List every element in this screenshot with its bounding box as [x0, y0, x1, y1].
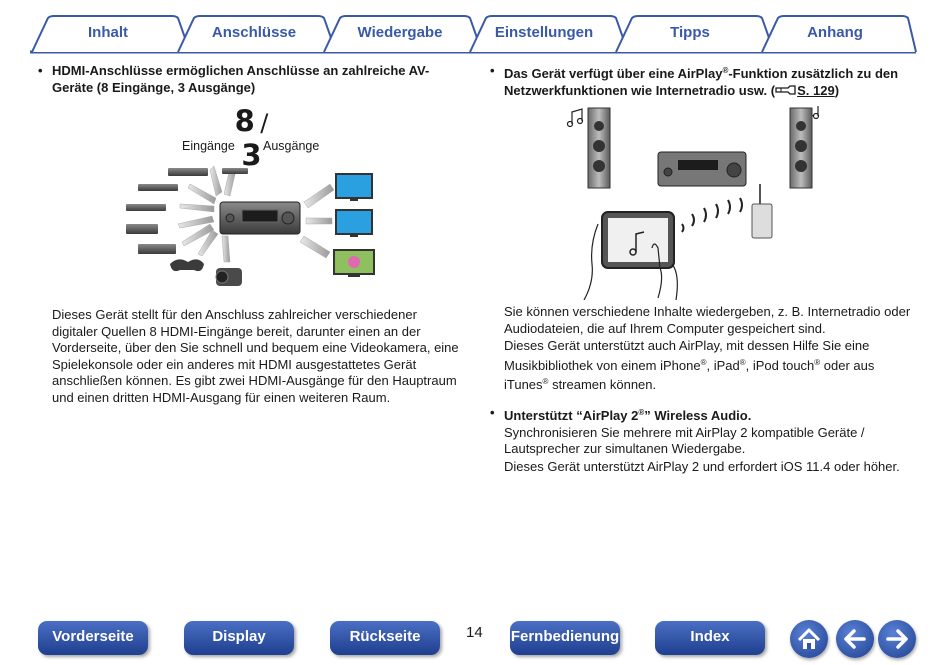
airplay-illustration: [560, 104, 820, 301]
outputs-label: Ausgänge: [263, 139, 320, 153]
airplay-para-2-b: , iPad: [706, 357, 740, 373]
ipod-reg-mark: ®: [814, 357, 821, 367]
airplay-bullet-text-a: Das Gerät verfügt über eine AirPlay: [504, 66, 723, 81]
airplay-para-1: Sie können verschiedene Inhalte wiederge…: [504, 304, 911, 336]
back-button[interactable]: [836, 620, 874, 658]
left-column: HDMI-Anschlüsse ermöglichen Anschlüsse a…: [38, 62, 458, 96]
airplay2-para-2: Dieses Gerät unterstützt AirPlay 2 und e…: [504, 458, 900, 474]
arrow-right-icon: [886, 629, 908, 649]
airplay2-para-1: Synchronisieren Sie mehrere mit AirPlay …: [504, 424, 865, 457]
inputs-label: Eingänge: [182, 139, 235, 153]
outputs-count: 3: [241, 138, 263, 172]
iphone-reg-mark: ®: [700, 357, 707, 367]
airplay-para-2-a: Dieses Gerät unterstützt auch AirPlay, m…: [504, 338, 870, 373]
hdmi-description: Dieses Gerät stellt für den Anschluss za…: [52, 307, 459, 405]
airplay-bullet: Das Gerät verfügt über eine AirPlay®-Fun…: [490, 62, 915, 99]
airplay-bullet-text-b: -Funktion zusätzlich zu den Netzwerkfunk…: [504, 66, 899, 98]
tab-outline: [30, 15, 917, 54]
front-panel-button[interactable]: Vorderseite: [38, 621, 148, 655]
home-icon: [797, 628, 821, 649]
hdmi-illustration: 8 / 3 Eingänge Ausgänge: [118, 104, 398, 292]
page-number: 14: [466, 624, 483, 641]
hdmi-count-heading: 8 / 3: [222, 104, 282, 172]
tab-inhalt[interactable]: Inhalt: [88, 24, 128, 41]
count-slash: /: [260, 109, 270, 137]
tab-bar: Inhalt Anschlüsse Wiedergabe Einstellung…: [0, 0, 950, 56]
home-button[interactable]: [790, 620, 828, 658]
ipad-reg-mark: ®: [739, 357, 746, 367]
display-button[interactable]: Display: [184, 621, 294, 655]
index-button[interactable]: Index: [655, 621, 765, 655]
hdmi-bullet: HDMI-Anschlüsse ermöglichen Anschlüsse a…: [38, 62, 458, 96]
arrow-left-icon: [844, 629, 866, 649]
hdmi-connection-diagram: [126, 165, 375, 286]
tab-einstellungen[interactable]: Einstellungen: [494, 24, 594, 41]
forward-button[interactable]: [878, 620, 916, 658]
airplay-bullet-close: ): [834, 83, 840, 98]
airplay-reg-mark: ®: [722, 66, 729, 75]
airplay-para-2-d: oder aus iTunes: [504, 357, 875, 393]
tab-anhang[interactable]: Anhang: [807, 24, 863, 41]
tab-wiedergabe[interactable]: Wiedergabe: [357, 24, 443, 41]
airplay-diagram: [566, 106, 820, 301]
airplay-para-2-c: , iPod touch: [745, 357, 815, 373]
page-reference-link[interactable]: S. 129: [797, 83, 835, 98]
airplay-para-2-e: streamen können.: [548, 377, 657, 392]
airplay-para-2: Dieses Gerät unterstützt auch AirPlay, m…: [490, 338, 915, 394]
airplay2-bullet: Unterstützt “AirPlay 2®” Wireless Audio.: [490, 404, 915, 424]
reference-hand-icon: [775, 85, 796, 95]
airplay2-bullet-b: ” Wireless Audio.: [644, 407, 752, 423]
rear-panel-button[interactable]: Rückseite: [330, 621, 440, 655]
remote-control-button[interactable]: Fernbedienung: [510, 621, 620, 655]
airplay-description: Sie können verschiedene Inhalte wiederge…: [490, 304, 915, 475]
itunes-reg-mark: ®: [542, 377, 549, 386]
right-column: Das Gerät verfügt über eine AirPlay®-Fun…: [490, 62, 915, 99]
airplay2-reg-mark: ®: [638, 407, 645, 417]
airplay2-bullet-a: Unterstützt “AirPlay 2: [504, 407, 639, 423]
inputs-count: 8: [234, 104, 256, 138]
tab-anschluesse[interactable]: Anschlüsse: [211, 24, 297, 41]
tab-tipps[interactable]: Tipps: [670, 24, 710, 41]
